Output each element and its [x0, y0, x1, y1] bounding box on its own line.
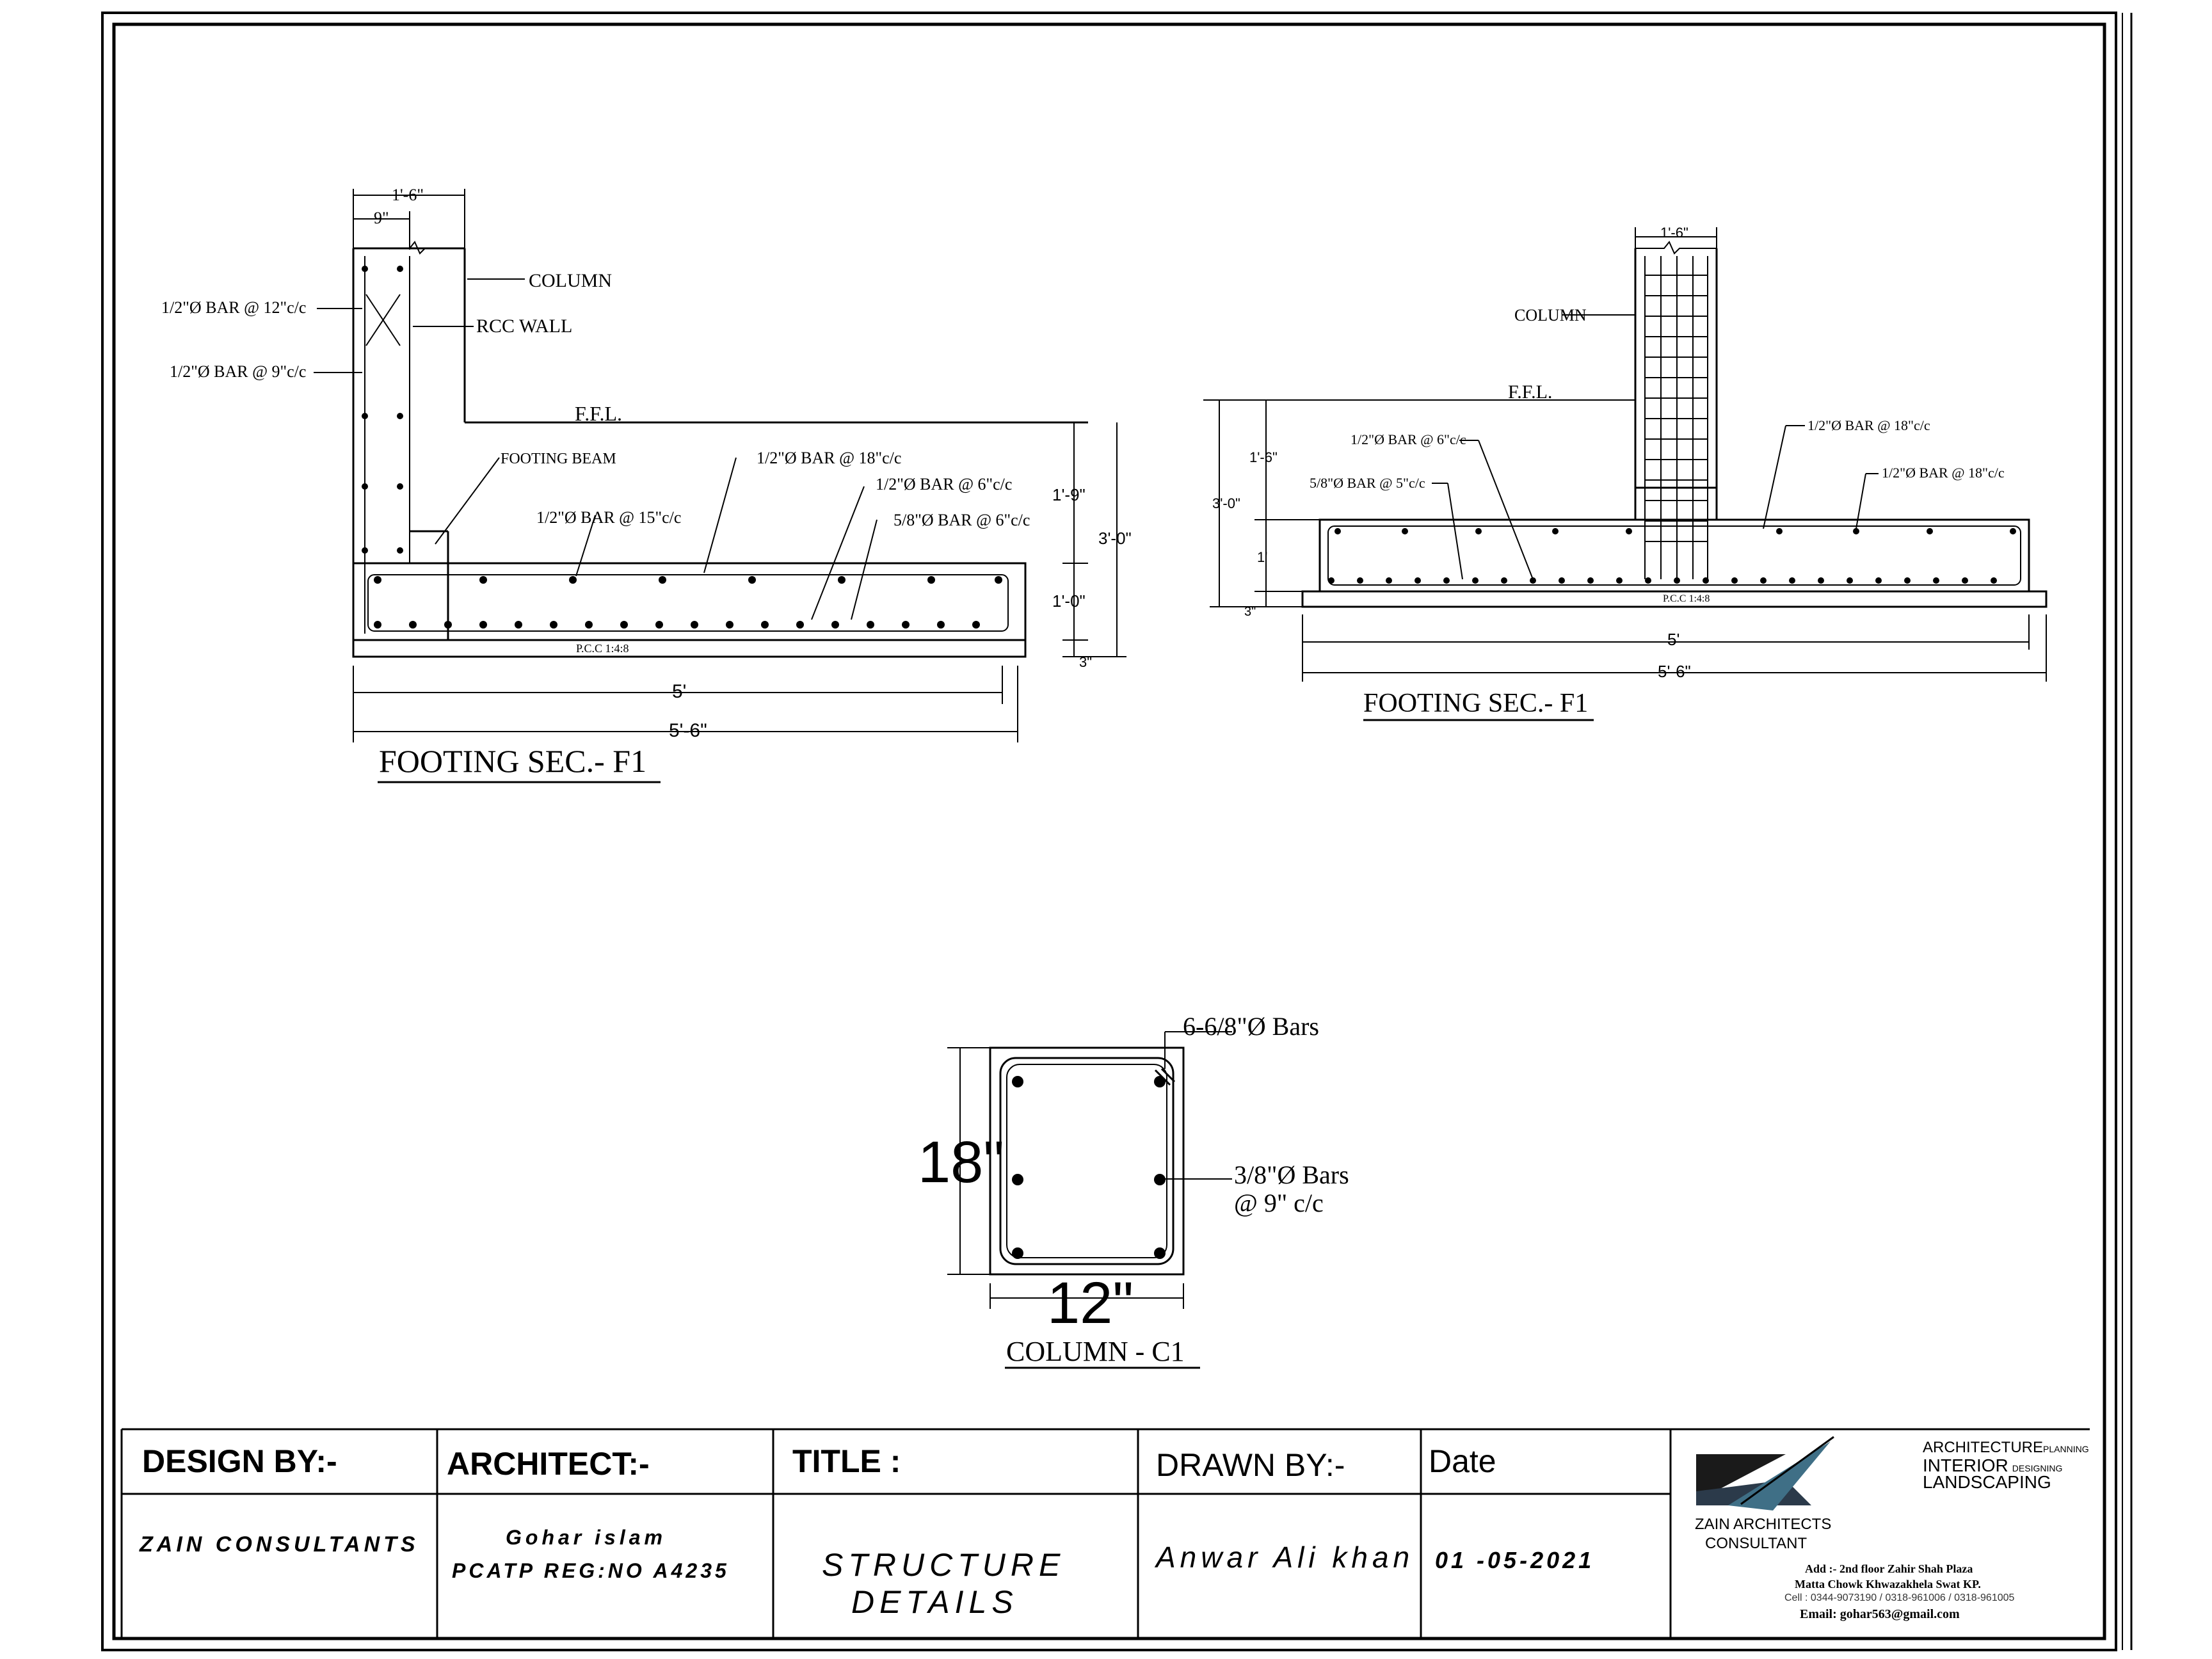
footing-right-bars [1328, 528, 2016, 584]
column-c1-ties-line1: 3/8"Ø Bars [1234, 1160, 1349, 1189]
architect-reg: PCATP REG:NO A4235 [452, 1559, 730, 1582]
service-landscaping: LANDSCAPING [1923, 1472, 2051, 1492]
firm-email: Email: gohar563@gmail.com [1800, 1607, 1960, 1621]
title-block-grid [120, 1428, 2090, 1639]
firm-logo-mark [1696, 1436, 1834, 1511]
left-dim-1-0: 1'-0" [1052, 591, 1086, 611]
column-c1-ties-line2: @ 9" c/c [1234, 1189, 1324, 1217]
date-value: 01 -05-2021 [1435, 1547, 1595, 1573]
logo-text-line2: CONSULTANT [1705, 1535, 1807, 1552]
logo-text-line1: ZAIN ARCHITECTS [1695, 1516, 1832, 1533]
service-architecture-main: ARCHITECTURE [1923, 1439, 2044, 1456]
column-c1-width: 12" [1047, 1270, 1134, 1336]
footing-left-drawing [352, 241, 1088, 658]
left-label-bar-15: 1/2"Ø BAR @ 15"c/c [536, 508, 682, 527]
left-label-footing-beam: FOOTING BEAM [501, 451, 616, 467]
footing-left-title: FOOTING SEC.- F1 [379, 743, 647, 779]
right-dim-1: 1' [1257, 549, 1268, 565]
right-label-column: COLUMN [1514, 306, 1587, 325]
left-label-ffl: F.F.L. [575, 402, 623, 425]
title-label: TITLE : [792, 1443, 901, 1479]
left-label-rcc-wall: RCC WALL [476, 316, 573, 337]
right-dim-5: 5' [1667, 630, 1680, 649]
left-label-column: COLUMN [529, 270, 613, 291]
footing-left-dimensions [314, 189, 1126, 742]
left-label-bar-6: 1/2"Ø BAR @ 6"c/c [876, 475, 1013, 493]
right-label-bar-18b: 1/2"Ø BAR @ 18"c/c [1882, 465, 2005, 481]
right-label-bar-6: 1/2"Ø BAR @ 6"c/c [1350, 431, 1466, 447]
design-by-value: ZAIN CONSULTANTS [140, 1532, 419, 1557]
right-dim-5-6: 5'-6" [1658, 662, 1691, 681]
right-label-bar-58: 5/8"Ø BAR @ 5"c/c [1310, 475, 1425, 491]
right-dim-top: 1'-6" [1660, 225, 1688, 241]
left-dim-wall: 9" [374, 209, 389, 227]
service-architecture: ARCHITECTUREPLANNING [1923, 1440, 2089, 1455]
service-interior: INTERIOR DESIGNING [1923, 1457, 2062, 1475]
left-dim-5-6: 5'-6" [669, 720, 707, 741]
title-line2: DETAILS [851, 1584, 1018, 1620]
left-dim-top: 1'-6" [392, 186, 424, 204]
left-label-bar-18: 1/2"Ø BAR @ 18"c/c [757, 449, 902, 467]
drawn-by-label: DRAWN BY:- [1156, 1447, 1345, 1483]
column-c1-bars [1012, 1076, 1166, 1259]
sheet-border [101, 12, 2133, 1651]
left-dim-3: 3" [1079, 654, 1093, 670]
footing-right-drawing [1203, 241, 2048, 608]
right-label-ffl: F.F.L. [1508, 381, 1553, 403]
column-c1-title: COLUMN - C1 [1006, 1336, 1185, 1367]
architect-label: ARCHITECT:- [447, 1446, 650, 1482]
left-dim-1-9: 1'-9" [1052, 485, 1086, 504]
footing-right-column-cage [1644, 256, 1708, 579]
title-line1: STRUCTURE [822, 1547, 1066, 1583]
column-c1-main-bars: 6-6/8"Ø Bars [1183, 1012, 1319, 1041]
left-dim-5: 5' [672, 681, 687, 702]
left-dim-3-0: 3'-0" [1098, 529, 1132, 548]
column-c1-height: 18" [918, 1130, 1004, 1195]
firm-address-line1: Add :- 2nd floor Zahir Shah Plaza [1805, 1562, 1973, 1575]
footing-right-title: FOOTING SEC.- F1 [1363, 689, 1589, 718]
date-label: Date [1429, 1443, 1496, 1479]
right-dim-1-6: 1'-6" [1249, 449, 1278, 465]
service-designing: DESIGNING [2012, 1463, 2063, 1473]
service-interior-main: INTERIOR [1923, 1455, 2008, 1475]
right-label-pcc: P.C.C 1:4:8 [1663, 593, 1710, 604]
architect-name: Gohar islam [506, 1526, 666, 1549]
design-by-label: DESIGN BY:- [142, 1443, 337, 1479]
column-c1-drawing [947, 1031, 1232, 1309]
drawn-by-value: Anwar Ali khan [1156, 1541, 1415, 1574]
left-label-bar-12: 1/2"Ø BAR @ 12"c/c [161, 298, 307, 317]
right-dim-3: 3" [1244, 605, 1256, 619]
right-label-bar-18a: 1/2"Ø BAR @ 18"c/c [1807, 417, 1930, 433]
firm-address-line2: Matta Chowk Khwazakhela Swat KP. [1795, 1578, 1981, 1591]
service-planning: PLANNING [2043, 1444, 2089, 1454]
left-label-bar-58: 5/8"Ø BAR @ 6"c/c [894, 511, 1030, 529]
footing-left-bars [362, 266, 1002, 629]
left-label-bar-9: 1/2"Ø BAR @ 9"c/c [170, 362, 307, 381]
left-label-pcc: P.C.C 1:4:8 [576, 642, 629, 655]
right-dim-3-0: 3'-0" [1212, 495, 1240, 511]
footing-right-dimensions [1210, 227, 2047, 682]
firm-cell: Cell : 0344-9073190 / 0318-961006 / 0318… [1784, 1592, 2015, 1603]
